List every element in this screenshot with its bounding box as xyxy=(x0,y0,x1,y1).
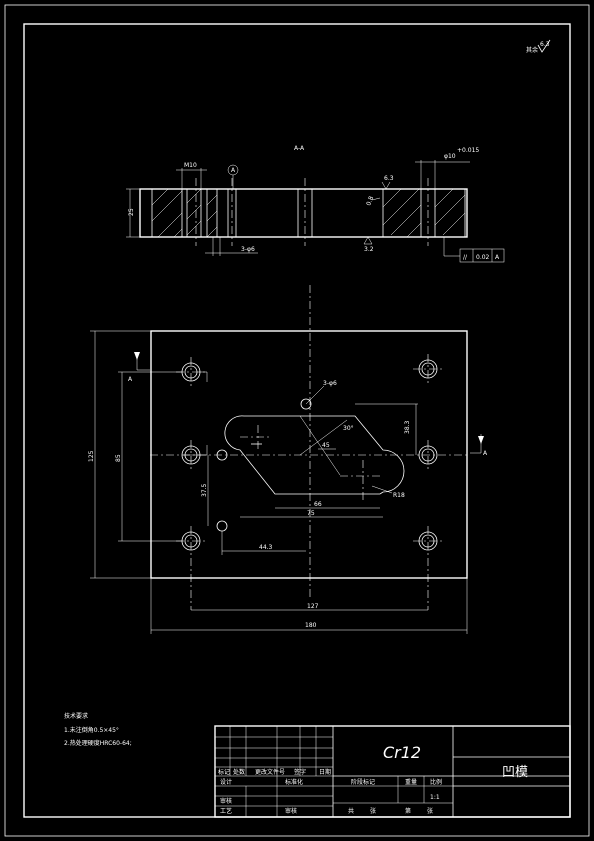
corner-roughness-symbol: 其余 6.3 xyxy=(526,39,551,54)
title-block: 标记 处数 更改文件号 签字 日期 设计 标准化 审核 工艺 审核 阶段标记 重… xyxy=(214,725,571,818)
svg-text:R18: R18 xyxy=(393,492,405,499)
svg-text:第: 第 xyxy=(405,807,411,815)
svg-text:1.未注倒角0.5×45°: 1.未注倒角0.5×45° xyxy=(64,726,119,734)
svg-text:其余: 其余 xyxy=(526,46,538,54)
svg-text:阶段标记: 阶段标记 xyxy=(351,778,375,786)
svg-text:张: 张 xyxy=(370,807,376,815)
svg-text:85: 85 xyxy=(115,454,122,462)
dim-phi10-tol: +0.015 xyxy=(457,147,479,154)
plate-outline xyxy=(150,330,468,579)
svg-text:44.3: 44.3 xyxy=(259,544,273,551)
die-opening xyxy=(224,415,405,495)
svg-text:共: 共 xyxy=(348,807,354,815)
svg-text:0.02: 0.02 xyxy=(476,254,490,261)
svg-text:3.2: 3.2 xyxy=(364,246,374,253)
section-outline xyxy=(139,188,468,238)
svg-text:38.3: 38.3 xyxy=(404,420,411,434)
svg-text:A: A xyxy=(495,254,500,261)
material: Cr12 xyxy=(383,743,421,762)
hatching xyxy=(151,188,466,238)
dim-3-d6-section: 3-φ6 xyxy=(241,246,255,253)
part-name: 凹模 xyxy=(502,765,528,780)
svg-text:标准化: 标准化 xyxy=(285,778,303,786)
svg-text:工艺: 工艺 xyxy=(220,807,232,815)
scale: 1:1 xyxy=(430,794,440,801)
svg-text:2.热处理硬度HRC60-64;: 2.热处理硬度HRC60-64; xyxy=(64,739,132,747)
svg-text:180: 180 xyxy=(305,622,317,629)
svg-text:更改文件号: 更改文件号 xyxy=(255,768,285,776)
svg-text:127: 127 xyxy=(307,603,319,610)
dim-m10: M10 xyxy=(184,162,197,169)
pin-holes xyxy=(216,398,312,532)
section-view: M10 A 25 3-φ6 φ10 +0.015 6.3 0.8 3.2 xyxy=(126,147,505,263)
svg-text:0.8: 0.8 xyxy=(365,195,375,207)
svg-text:标记: 标记 xyxy=(218,768,230,776)
parallelism-frame: // 0.02 A xyxy=(459,248,505,263)
svg-text:66: 66 xyxy=(314,501,322,508)
svg-text:37.5: 37.5 xyxy=(201,483,208,497)
svg-text:处数: 处数 xyxy=(233,768,245,776)
datum-label: A xyxy=(231,167,236,174)
plan-view: A A xyxy=(88,285,488,634)
svg-text:签字: 签字 xyxy=(294,768,306,776)
svg-text:6.3: 6.3 xyxy=(384,175,394,182)
svg-text:重量: 重量 xyxy=(405,778,417,786)
svg-text:审核: 审核 xyxy=(285,807,297,815)
outer-border xyxy=(4,4,590,837)
section-label: A-A xyxy=(294,145,305,152)
svg-text:A: A xyxy=(483,450,488,457)
svg-text:设计: 设计 xyxy=(220,778,232,786)
svg-text:张: 张 xyxy=(427,807,433,815)
inner-frame xyxy=(23,23,571,818)
svg-text:技术要求: 技术要求 xyxy=(64,712,88,720)
svg-text://: // xyxy=(463,254,468,261)
tech-requirements: 技术要求 1.未注倒角0.5×45° 2.热处理硬度HRC60-64; xyxy=(64,712,132,747)
svg-text:A: A xyxy=(128,376,133,383)
svg-text:6.3: 6.3 xyxy=(540,41,550,48)
svg-text:3-φ6: 3-φ6 xyxy=(323,380,337,387)
dim-phi10: φ10 xyxy=(444,153,456,160)
svg-text:日期: 日期 xyxy=(319,768,331,776)
svg-text:审核: 审核 xyxy=(220,797,232,805)
svg-text:125: 125 xyxy=(88,450,95,462)
svg-text:75: 75 xyxy=(307,510,315,517)
dim-thickness: 25 xyxy=(128,208,135,216)
svg-text:45: 45 xyxy=(322,442,330,449)
svg-text:30°: 30° xyxy=(343,425,354,432)
svg-text:比例: 比例 xyxy=(430,778,442,786)
